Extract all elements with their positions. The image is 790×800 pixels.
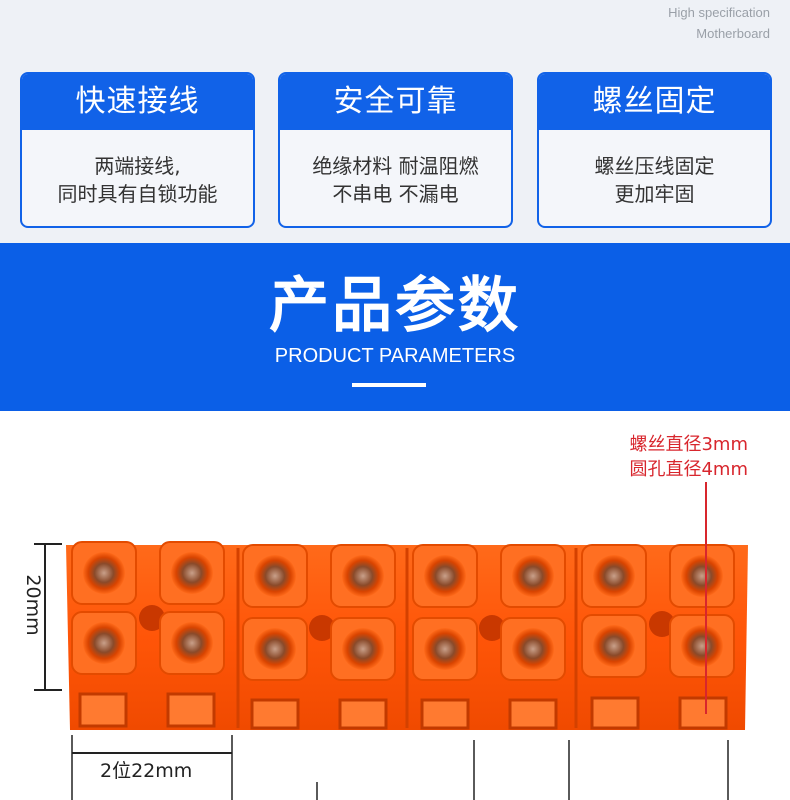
height-dimension-label-wrap: 20mm: [8, 574, 58, 636]
feature-card-line: 更加牢固: [614, 182, 695, 206]
spec-line-2: Motherboard: [696, 26, 770, 41]
height-dimension-tick-bottom: [34, 689, 62, 691]
width-dimension-line: [72, 752, 232, 754]
feature-card-line: 绝缘材料 耐温阻燃: [312, 154, 479, 178]
feature-card-body: 绝缘材料 耐温阻燃 不串电 不漏电: [280, 130, 511, 208]
feature-card-body: 两端接线, 同时具有自锁功能: [22, 130, 253, 208]
feature-card-safety: 安全可靠 绝缘材料 耐温阻燃 不串电 不漏电: [278, 72, 513, 228]
feature-card-title: 安全可靠: [280, 74, 511, 130]
feature-card-line: 不串电 不漏电: [332, 182, 459, 206]
parameters-banner: 产品参数 PRODUCT PARAMETERS: [0, 243, 790, 411]
hole-diameter-label: 圆孔直径4mm: [629, 459, 748, 480]
height-dimension-line: [44, 543, 46, 690]
spec-line-1: High specification: [668, 5, 770, 20]
feature-card-line: 两端接线,: [94, 154, 181, 178]
feature-card-screw-fix: 螺丝固定 螺丝压线固定 更加牢固: [537, 72, 772, 228]
feature-card-title: 快速接线: [22, 74, 253, 130]
terminal-block-photo: [66, 541, 748, 800]
height-dimension-tick-top: [34, 543, 62, 545]
height-dimension-label: 20mm: [22, 574, 44, 636]
section-subtitle: PRODUCT PARAMETERS: [274, 345, 516, 367]
width-dimension-label: 2位22mm: [100, 760, 193, 782]
diameter-pointer-line: [705, 482, 707, 714]
screw-diameter-label: 螺丝直径3mm: [629, 434, 748, 455]
feature-card-body: 螺丝压线固定 更加牢固: [539, 130, 770, 208]
section-title: 产品参数: [269, 271, 521, 341]
feature-card-line: 同时具有自锁功能: [57, 182, 218, 206]
title-underline: [352, 383, 426, 387]
feature-card-quick-wiring: 快速接线 两端接线, 同时具有自锁功能: [20, 72, 255, 228]
feature-card-line: 螺丝压线固定: [594, 154, 715, 178]
feature-card-title: 螺丝固定: [539, 74, 770, 130]
screw-holes: [71, 541, 735, 681]
spec-caption: High specification Motherboard: [668, 2, 770, 44]
